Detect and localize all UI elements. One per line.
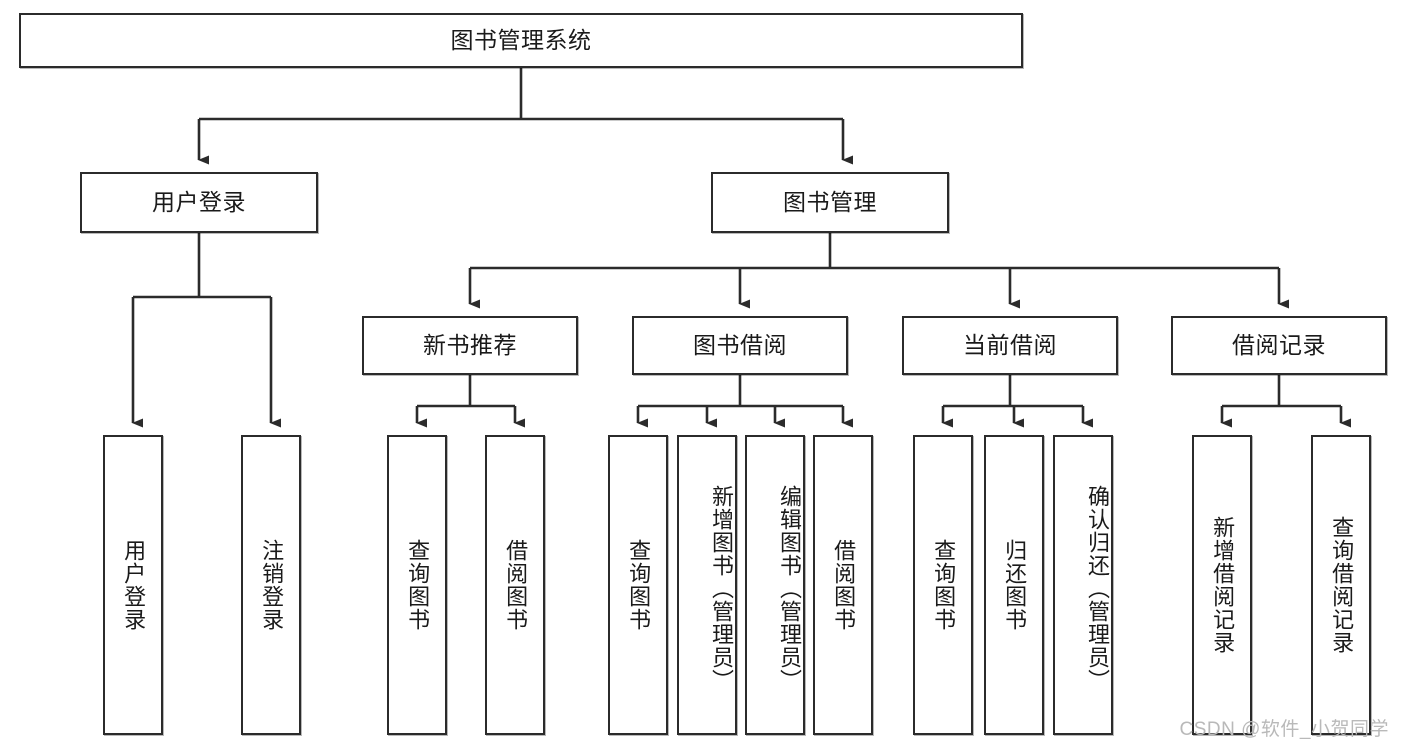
edges-borrow-record-to-leaves (1220, 375, 1351, 428)
node-leaf-return-book-label: 归还图书 (1002, 539, 1028, 631)
node-leaf-user-logout[interactable]: 注销登录 (241, 435, 301, 735)
node-leaf-query-borrow-record-label: 查询借阅记录 (1329, 516, 1355, 654)
edges-new-book-rec-to-leaves (415, 375, 525, 428)
edges-root-to-level2 (197, 68, 853, 165)
node-new-book-rec-label: 新书推荐 (423, 331, 517, 358)
node-leaf-edit-book-admin[interactable]: 编辑图书（管理员） (745, 435, 805, 735)
node-leaf-query-borrow-record[interactable]: 查询借阅记录 (1311, 435, 1371, 735)
edges-user-login-to-leaves (131, 233, 281, 428)
node-leaf-user-login-label: 用户登录 (121, 539, 147, 631)
node-borrow-record-label: 借阅记录 (1232, 331, 1326, 358)
node-leaf-confirm-return-admin-label: 确认归还（管理员） (1085, 484, 1110, 692)
node-leaf-rec-query-book-label: 查询图书 (405, 539, 431, 631)
node-leaf-borrow-query-book-label: 查询图书 (626, 539, 652, 631)
node-book-borrow[interactable]: 图书借阅 (632, 316, 848, 375)
node-leaf-add-borrow-record[interactable]: 新增借阅记录 (1192, 435, 1252, 735)
node-leaf-user-login[interactable]: 用户登录 (103, 435, 163, 735)
node-root-system-label: 图书管理系统 (450, 26, 592, 53)
node-leaf-edit-book-admin-label: 编辑图书（管理员） (777, 484, 802, 692)
node-user-login-label: 用户登录 (152, 188, 246, 215)
node-leaf-add-book-admin[interactable]: 新增图书（管理员） (677, 435, 737, 735)
node-leaf-add-borrow-record-label: 新增借阅记录 (1210, 516, 1236, 654)
node-leaf-confirm-return-admin[interactable]: 确认归还（管理员） (1053, 435, 1113, 735)
edges-book-borrow-to-leaves (636, 375, 853, 428)
node-new-book-rec[interactable]: 新书推荐 (362, 316, 578, 375)
node-leaf-return-book[interactable]: 归还图书 (984, 435, 1044, 735)
node-borrow-record[interactable]: 借阅记录 (1171, 316, 1387, 375)
node-leaf-borrow-book-label: 借阅图书 (831, 539, 857, 631)
node-user-login[interactable]: 用户登录 (80, 172, 318, 233)
node-book-manage-label: 图书管理 (783, 188, 877, 215)
edges-current-borrow-to-leaves (941, 375, 1093, 428)
node-leaf-user-logout-label: 注销登录 (259, 539, 285, 631)
node-leaf-add-book-admin-label: 新增图书（管理员） (709, 484, 734, 692)
node-current-borrow-label: 当前借阅 (963, 331, 1057, 358)
node-leaf-borrow-query-book[interactable]: 查询图书 (608, 435, 668, 735)
node-leaf-rec-borrow-book[interactable]: 借阅图书 (485, 435, 545, 735)
node-book-borrow-label: 图书借阅 (693, 331, 787, 358)
node-leaf-rec-query-book[interactable]: 查询图书 (387, 435, 447, 735)
node-leaf-cur-query-book[interactable]: 查询图书 (913, 435, 973, 735)
node-root-system[interactable]: 图书管理系统 (19, 13, 1023, 68)
edges-book-manage-to-level3 (468, 233, 1289, 309)
node-book-manage[interactable]: 图书管理 (711, 172, 949, 233)
node-leaf-borrow-book[interactable]: 借阅图书 (813, 435, 873, 735)
node-current-borrow[interactable]: 当前借阅 (902, 316, 1118, 375)
node-leaf-rec-borrow-book-label: 借阅图书 (503, 539, 529, 631)
node-leaf-cur-query-book-label: 查询图书 (931, 539, 957, 631)
